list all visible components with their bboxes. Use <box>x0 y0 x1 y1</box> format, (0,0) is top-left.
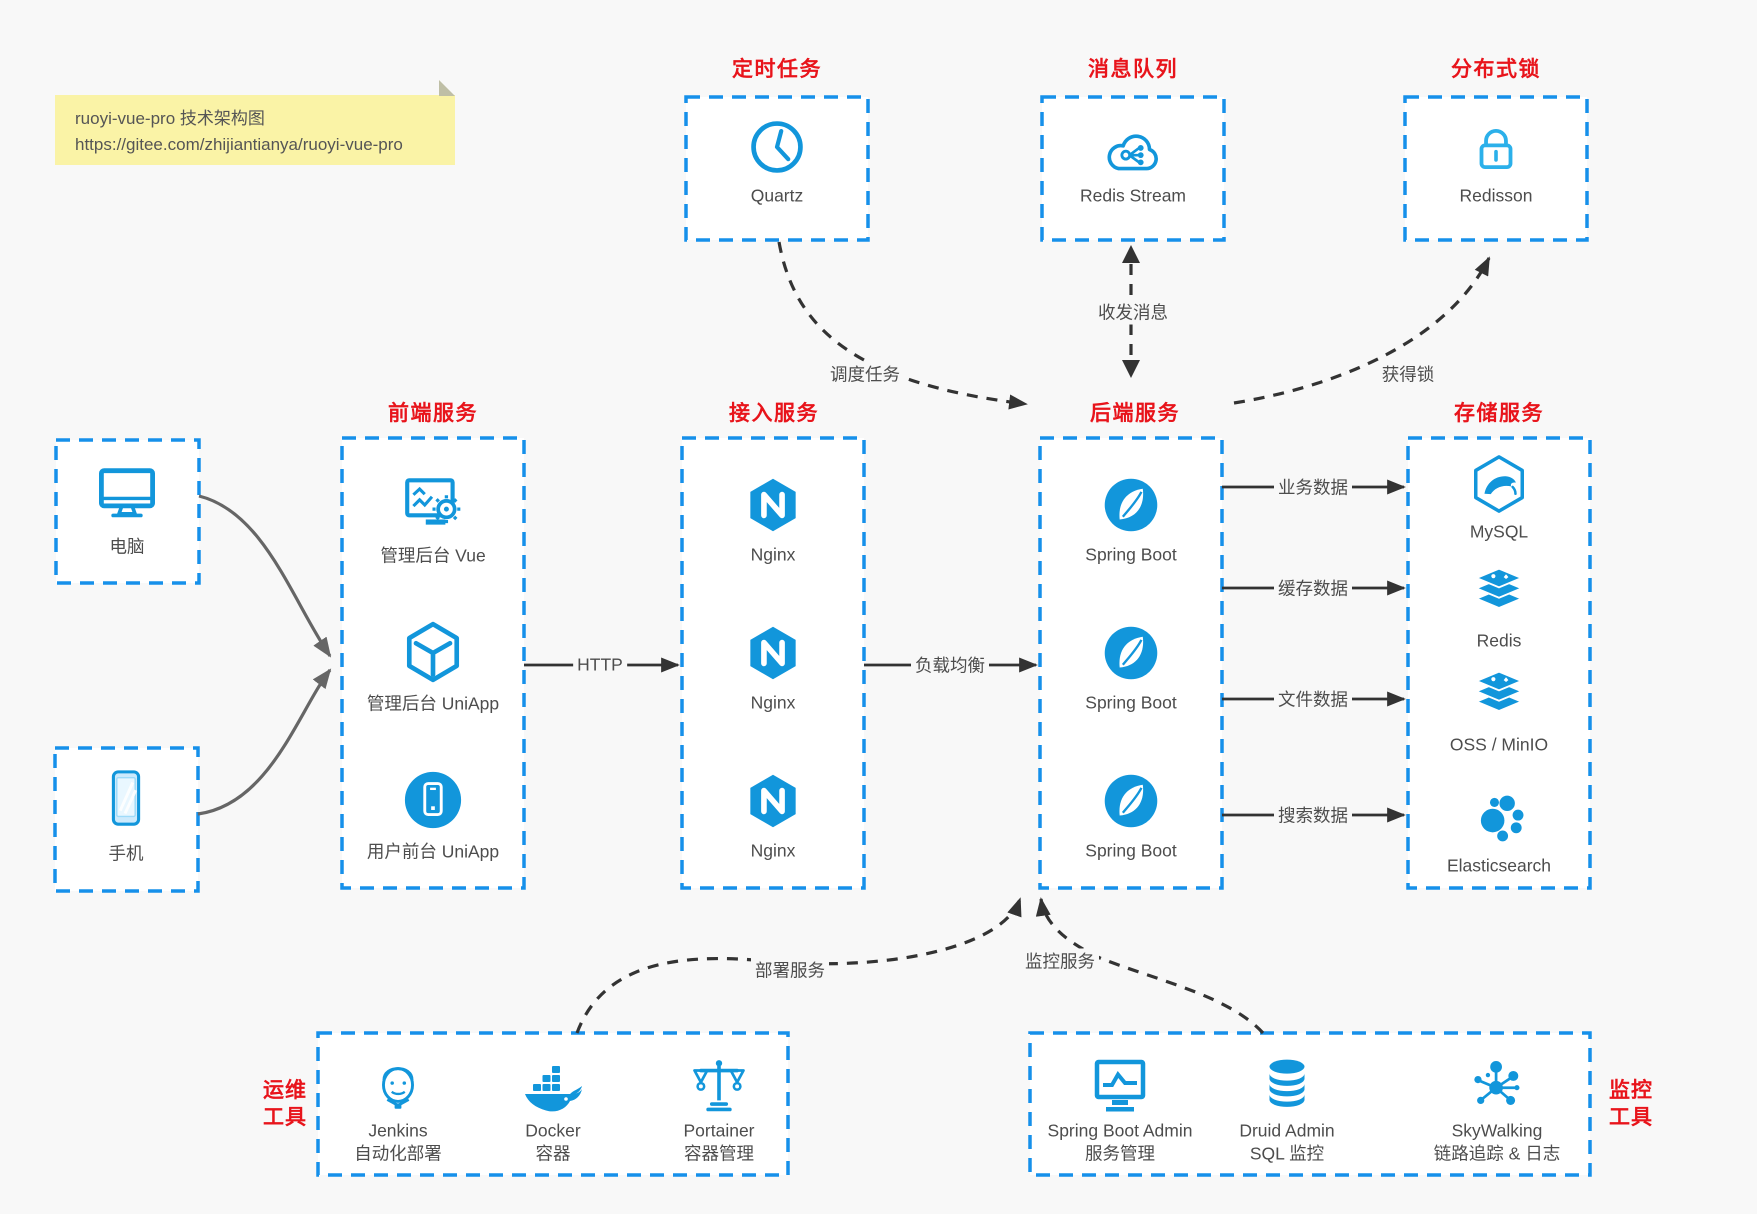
edge-deploy-label: 部署服务 <box>751 957 829 983</box>
monitor-gear-icon <box>400 472 466 536</box>
storage-item-label: MySQL <box>1469 521 1529 542</box>
mysql-icon <box>1468 453 1530 515</box>
druid-desc: SQL 监控 <box>1249 1143 1325 1164</box>
sticky-note: ruoyi-vue-pro 技术架构图 https://gitee.com/zh… <box>55 95 455 165</box>
monitoring-side-title: 监控 工具 <box>1609 1079 1653 1129</box>
gateway-item-label: Nginx <box>750 840 796 861</box>
edge-http-label: HTTP <box>573 654 627 676</box>
gateway-item-label: Nginx <box>750 544 796 565</box>
ops-side-title: 运维 工具 <box>263 1079 307 1129</box>
phone-label: 手机 <box>108 843 144 864</box>
jenkins-label: Jenkins <box>368 1120 428 1141</box>
docker-label: Docker <box>525 1120 581 1141</box>
spring-boot-icon <box>1102 624 1160 682</box>
edge-acquire-lock-curve <box>1233 256 1491 405</box>
message-arrowhead-up <box>1122 245 1140 263</box>
edge-monitor-label: 监控服务 <box>1021 948 1099 974</box>
cloud-network-icon <box>1100 121 1166 179</box>
lock-icon <box>1467 120 1525 178</box>
sticky-note-fold <box>439 80 455 96</box>
edge-phone-to-frontend <box>197 668 332 816</box>
edge-file-data-label: 文件数据 <box>1274 686 1352 712</box>
scales-icon <box>690 1054 748 1116</box>
edge-cache-data-label: 缓存数据 <box>1274 575 1352 601</box>
edge-biz-data-label: 业务数据 <box>1274 474 1352 500</box>
edge-monitor-curve <box>1035 897 1265 1035</box>
edge-search-data-label: 搜索数据 <box>1274 802 1352 828</box>
docker-whale-icon <box>520 1055 586 1115</box>
smartphone-icon <box>95 767 157 831</box>
spring-boot-icon <box>1102 476 1160 534</box>
note-title: ruoyi-vue-pro 技术架构图 <box>75 109 265 128</box>
edge-load-balance-label: 负载均衡 <box>911 652 989 678</box>
docker-desc: 容器 <box>535 1143 571 1164</box>
storage-item-label: Redis <box>1476 630 1522 651</box>
elasticsearch-icon <box>1470 787 1528 845</box>
frontend-item-label: 管理后台 UniApp <box>366 693 500 714</box>
jenkins-icon <box>367 1054 429 1116</box>
edge-message-label: 收发消息 <box>1094 299 1172 325</box>
nginx-icon <box>744 624 802 682</box>
message-arrowhead-down <box>1122 360 1140 378</box>
edge-schedule-curve <box>777 241 1028 410</box>
druid-label: Druid Admin <box>1239 1120 1335 1141</box>
frontend-item-label: 管理后台 Vue <box>380 545 486 566</box>
portainer-desc: 容器管理 <box>684 1143 754 1164</box>
gateway-title: 接入服务 <box>729 402 819 425</box>
backend-title: 后端服务 <box>1090 402 1180 425</box>
database-icon <box>1259 1055 1315 1115</box>
nginx-icon <box>744 772 802 830</box>
portainer-label: Portainer <box>683 1120 755 1141</box>
backend-item-label: Spring Boot <box>1085 692 1177 713</box>
quartz-label: Quartz <box>750 185 804 206</box>
redis-stack-icon <box>1469 564 1529 622</box>
clock-icon <box>747 117 807 177</box>
sba-desc: 服务管理 <box>1085 1143 1155 1164</box>
spring-boot-icon <box>1102 772 1160 830</box>
edge-deploy-curve <box>575 897 1022 1034</box>
storage-title: 存储服务 <box>1454 402 1544 425</box>
redisson-label: Redisson <box>1459 185 1533 206</box>
backend-item-label: Spring Boot <box>1085 840 1177 861</box>
topology-icon <box>1468 1056 1526 1114</box>
cube-icon <box>400 619 466 685</box>
edge-acquire-lock-label: 获得锁 <box>1377 361 1439 387</box>
frontend-title: 前端服务 <box>388 402 478 425</box>
mq-title: 消息队列 <box>1088 58 1178 81</box>
skywalking-desc: 链路追踪 & 日志 <box>1433 1143 1561 1164</box>
frontend-item-label: 用户前台 UniApp <box>366 841 500 862</box>
storage-item-label: Elasticsearch <box>1446 855 1552 876</box>
storage-item-label: OSS / MinIO <box>1449 734 1549 755</box>
storage-stack-icon <box>1469 667 1529 725</box>
redis-stream-label: Redis Stream <box>1079 185 1187 206</box>
note-url: https://gitee.com/zhijiantianya/ruoyi-vu… <box>75 135 403 155</box>
pc-box <box>54 438 201 585</box>
monitor-chart-icon <box>1088 1054 1152 1116</box>
lock-title: 分布式锁 <box>1451 58 1541 81</box>
nginx-icon <box>744 476 802 534</box>
phone-circle-icon <box>402 769 464 831</box>
backend-item-label: Spring Boot <box>1085 544 1177 565</box>
pc-label: 电脑 <box>109 536 145 557</box>
desktop-icon <box>92 460 162 524</box>
gateway-item-label: Nginx <box>750 692 796 713</box>
skywalking-label: SkyWalking <box>1451 1120 1543 1141</box>
sba-label: Spring Boot Admin <box>1047 1120 1193 1141</box>
jenkins-desc: 自动化部署 <box>354 1143 442 1164</box>
scheduled-title: 定时任务 <box>732 58 822 81</box>
edge-schedule-label: 调度任务 <box>826 361 904 387</box>
edge-pc-to-frontend <box>198 494 332 658</box>
